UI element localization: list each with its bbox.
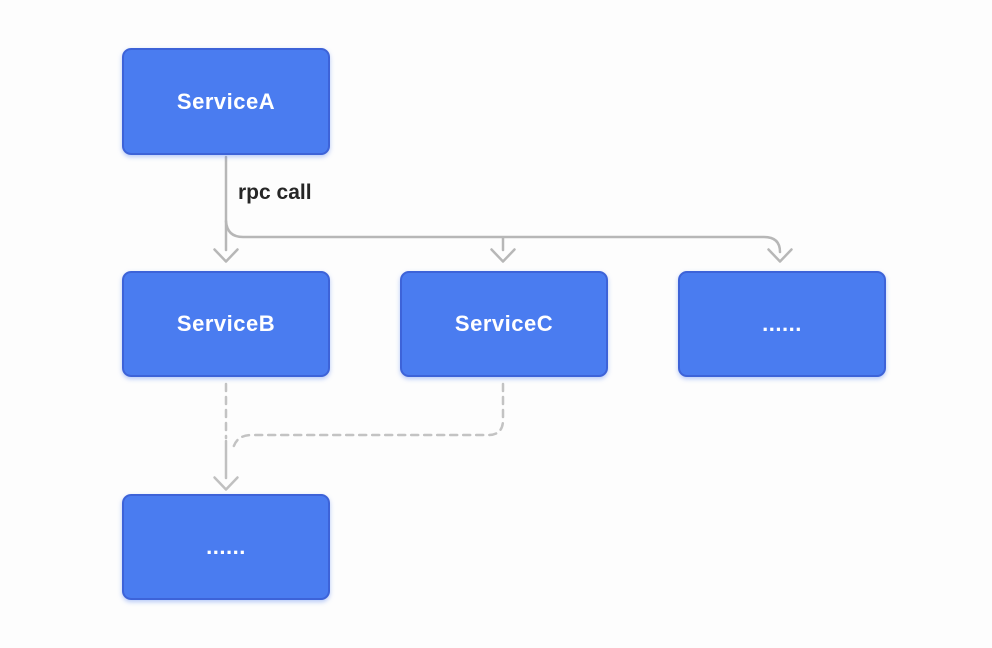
- edge-servicec-more-bottom-dashed: [231, 382, 505, 451]
- node-service-a: ServiceA: [122, 48, 330, 155]
- node-service-b: ServiceB: [122, 271, 330, 377]
- node-service-b-label: ServiceB: [176, 311, 276, 336]
- node-service-more-bottom-label: ......: [206, 534, 246, 559]
- node-service-more-bottom: ......: [122, 494, 330, 600]
- node-service-c: ServiceC: [400, 271, 608, 377]
- node-service-a-label: ServiceA: [176, 88, 276, 114]
- node-service-more-right-label: ......: [762, 311, 802, 336]
- edge-servicea-servicec: [490, 237, 516, 263]
- edge-label-rpc-call: rpc call: [238, 181, 312, 204]
- edge-servicea-serviceb: [213, 155, 239, 263]
- edge-merged-arrow: [213, 439, 239, 491]
- node-service-more-right: ......: [678, 271, 886, 377]
- edge-servicea-more-right: [224, 219, 793, 263]
- node-service-c-label: ServiceC: [454, 311, 554, 336]
